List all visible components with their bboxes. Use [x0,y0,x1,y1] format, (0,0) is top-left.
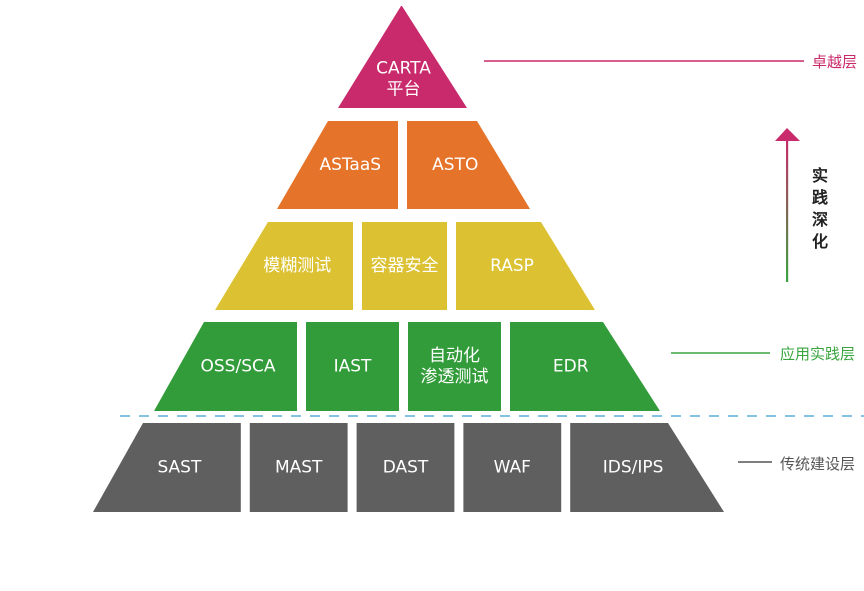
segment-label: ASTO [432,155,478,175]
segment-label: 渗透测试 [421,367,489,387]
segment-emerging-0 [215,222,353,310]
segment-application-practice-2 [408,322,501,411]
segment-label: CARTA [376,59,431,79]
segment-label: IAST [334,357,372,377]
segment-advanced-1 [407,121,530,209]
side-label-application-layer: 应用实践层 [780,345,856,363]
segment-application-practice-1 [306,322,399,411]
segment-advanced-0 [277,121,398,209]
tier-traditional: SAST MAST DAST WAF IDS/IPS [93,423,724,512]
segment-label: OSS/SCA [201,357,276,377]
segment-traditional-2 [356,423,455,512]
segment-emerging-1 [362,222,447,310]
segment-emerging-2 [456,222,595,310]
segment-label: 平台 [387,80,421,100]
segment-label: SAST [157,458,202,478]
segment-traditional-0 [93,423,241,512]
side-label-excellence-layer: 卓越层 [812,53,858,71]
arrow-label-practice-deepening: 实践深化 [811,166,828,251]
segment-label: 容器安全 [371,256,439,276]
segment-label: EDR [553,357,589,377]
tier-advanced: ASTaaS ASTO [277,121,530,209]
segment-label: IDS/IPS [603,458,664,478]
segment-label: MAST [275,458,323,478]
segment-traditional-4 [570,423,724,512]
segment-label: 模糊测试 [263,256,331,276]
segment-traditional-3 [463,423,562,512]
segment-label: ASTaaS [319,155,381,175]
segment-excellence-0 [338,6,467,108]
segment-label: 自动化 [429,346,480,366]
arrow-up-icon [775,128,800,282]
segment-application-practice-0 [154,322,297,411]
side-label-traditional-layer: 传统建设层 [780,455,856,473]
tier-emerging: 模糊测试 容器安全 RASP [215,222,595,310]
segment-application-practice-3 [510,322,660,411]
segment-label: DAST [383,458,429,478]
segment-label: WAF [494,458,531,478]
segment-traditional-1 [249,423,348,512]
segment-label: RASP [490,256,534,276]
